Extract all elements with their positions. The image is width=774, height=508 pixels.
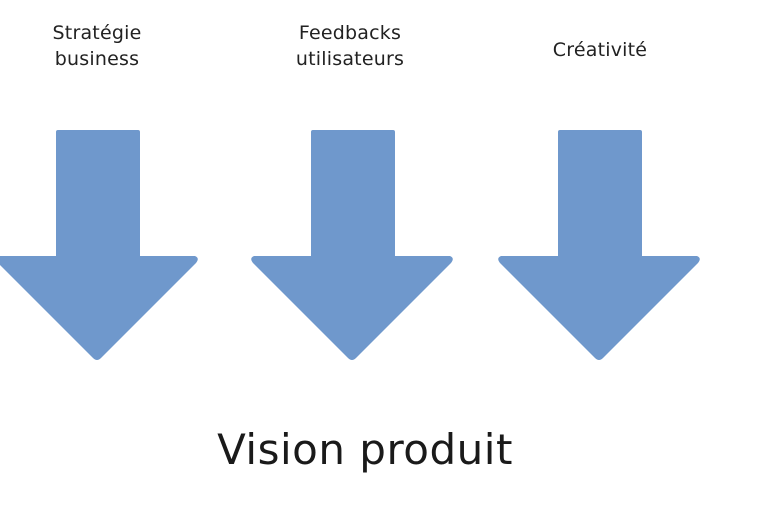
arrow-shape	[0, 130, 198, 360]
down-arrow-icon	[498, 130, 700, 360]
input-label-line: Stratégie	[52, 22, 142, 44]
input-label-line: business	[54, 48, 140, 70]
input-label-line: utilisateurs	[295, 48, 405, 70]
input-label-creativite: Créativité	[500, 37, 700, 63]
down-arrow-icon	[0, 130, 198, 360]
arrow-shape	[498, 130, 700, 360]
input-label-line: Feedbacks	[298, 22, 402, 44]
arrow-shape	[251, 130, 453, 360]
down-arrow-icon	[251, 130, 453, 360]
input-label-line: Créativité	[552, 39, 648, 61]
input-label-strategie-business: Stratégie business	[0, 20, 197, 72]
result-label: Vision produit	[217, 425, 513, 474]
input-label-feedbacks-utilisateurs: Feedbacks utilisateurs	[250, 20, 450, 72]
